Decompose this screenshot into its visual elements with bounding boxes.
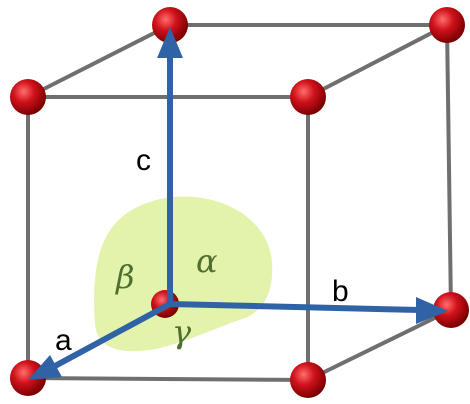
axis-b-arrowhead (416, 297, 448, 324)
atom-front-bottom-left (10, 360, 46, 396)
angle-gamma-label: γ (172, 313, 192, 351)
angle-beta-label: β (115, 258, 135, 296)
atom-back-top-left (152, 7, 188, 43)
angle-region (94, 196, 273, 352)
edge-back-right (445, 23, 453, 312)
axis-c-arrowhead (157, 27, 183, 58)
cube-edges (26, 23, 453, 382)
axis-a (28, 301, 173, 380)
edge-top-right-diag (306, 23, 449, 99)
axis-a-arrowhead (28, 355, 62, 380)
axis-c-label: c (136, 144, 151, 177)
angle-alpha-label: α (196, 242, 218, 280)
axis-b-line (167, 301, 423, 313)
atom-back-bottom-right (433, 292, 469, 328)
edge-bottom-right-diag (306, 308, 453, 382)
atom-front-bottom-right (290, 362, 326, 398)
axis-b-label: b (332, 275, 349, 308)
axis-b (167, 297, 448, 324)
atom-back-top-right (429, 7, 465, 43)
edge-front-bottom (26, 376, 310, 382)
atom-front-top-left (10, 79, 46, 115)
atom-front-top-right (290, 79, 326, 115)
edge-back-left-top (26, 23, 172, 99)
axis-a-label: a (55, 324, 72, 357)
axis-a-line (52, 301, 173, 369)
atoms (10, 7, 469, 398)
axis-c (157, 27, 183, 307)
